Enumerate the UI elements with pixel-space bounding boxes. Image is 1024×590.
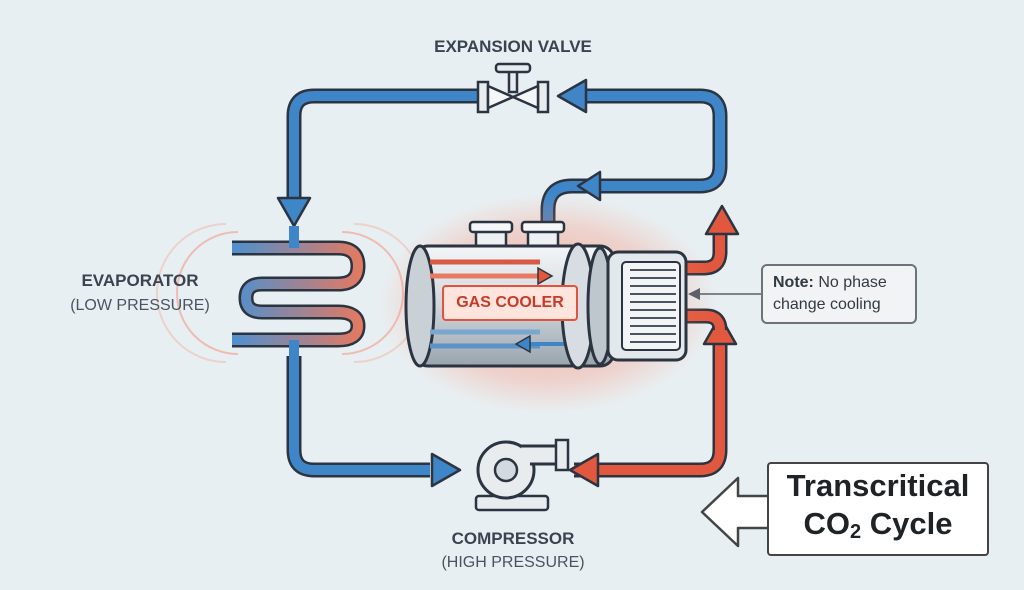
title-line-2: CO2 Cycle <box>804 505 953 551</box>
diagram-title: Transcritical CO2 Cycle <box>767 462 989 556</box>
arrow-down-to-evaporator <box>276 196 312 228</box>
pipe-valve-to-evaporator <box>286 88 478 200</box>
note-bold: Note: <box>773 274 814 291</box>
gas-cooler-label: GAS COOLER <box>442 285 578 321</box>
note-text-1: No phase <box>813 274 887 291</box>
pipe-evaporator-to-compressor <box>286 356 430 478</box>
note-line-2: change cooling <box>773 296 881 313</box>
arrow-out-of-compressor <box>568 452 600 488</box>
title-line-1: Transcritical <box>786 468 970 503</box>
expansion-valve[interactable] <box>476 62 550 114</box>
note-line-1: Note: No phase <box>773 272 915 294</box>
arrow-into-compressor <box>430 452 462 488</box>
arrow-top-return <box>576 170 602 202</box>
arrow-hot-up <box>704 204 740 236</box>
title-pointer-arrow <box>700 476 772 548</box>
compressor-label: COMPRESSOR <box>452 529 575 548</box>
arrow-into-valve <box>556 78 588 114</box>
title-co: CO <box>803 506 851 541</box>
expansion-valve-label: EXPANSION VALVE <box>434 37 592 56</box>
evaporator-sublabel: (LOW PRESSURE) <box>70 297 210 314</box>
evaporator[interactable] <box>156 223 424 363</box>
compressor[interactable] <box>474 438 570 512</box>
title-cycle: Cycle <box>861 506 953 541</box>
note-callout: Note: No phase change cooling <box>761 264 917 324</box>
evaporator-label: EVAPORATOR <box>81 271 198 290</box>
title-subscript: 2 <box>850 521 862 543</box>
cold-refrigerant-loop <box>276 78 728 488</box>
compressor-sublabel: (HIGH PRESSURE) <box>441 554 584 571</box>
